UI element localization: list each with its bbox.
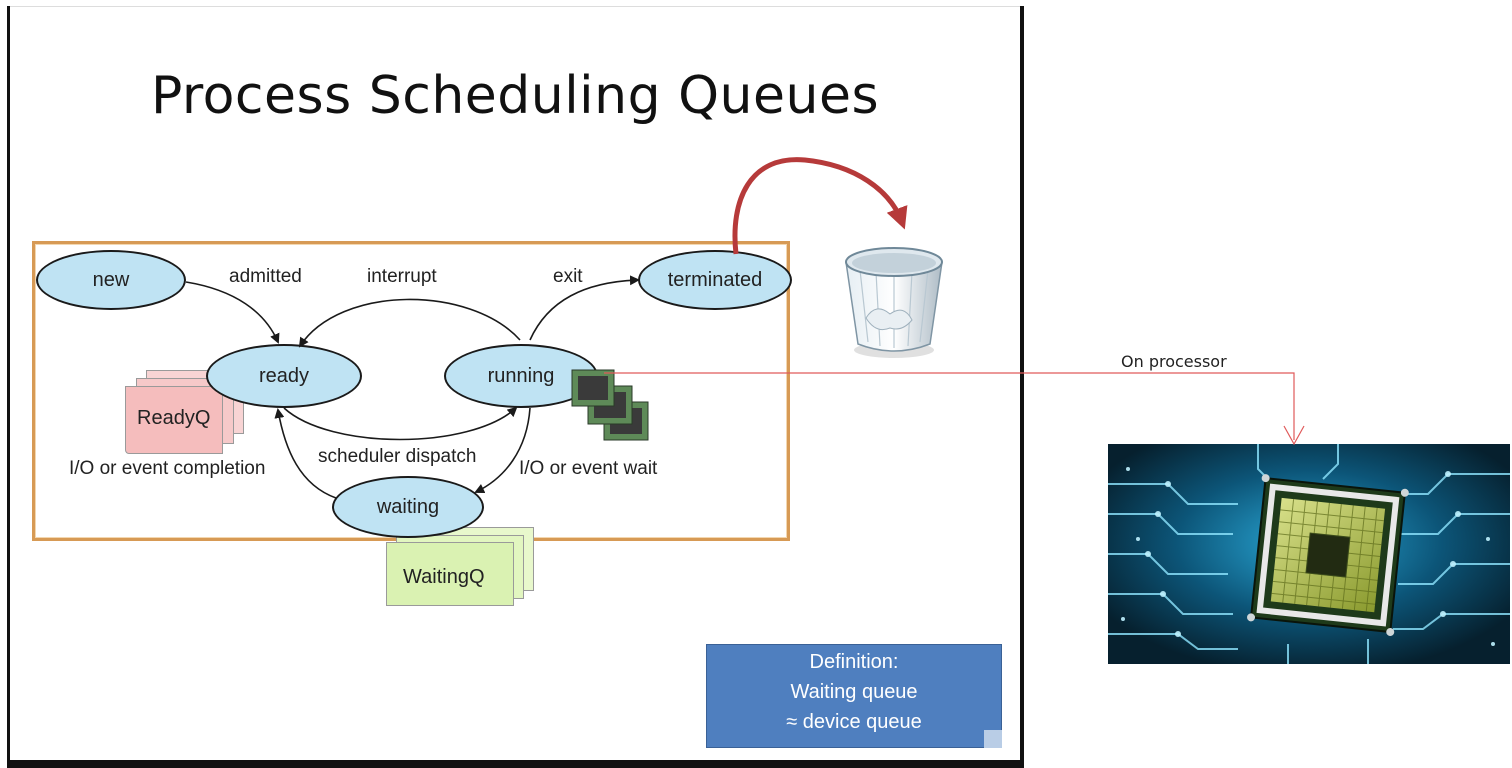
state-running: running [444,344,598,408]
state-terminated-label: terminated [667,268,763,291]
definition-line-2: Waiting queue [790,681,918,703]
state-new: new [36,250,186,310]
waiting-queue-label: WaitingQ [403,566,485,588]
slide-border-bottom [7,760,1024,768]
on-processor-connector-arrowhead [1283,425,1305,446]
state-new-label: new [92,268,130,291]
slide-border-top [10,6,1020,7]
edge-label-admitted: admitted [229,266,302,287]
ready-queue-label: ReadyQ [137,407,211,429]
definition-line-1: Definition: [809,651,899,673]
definition-line-3: ≈ device queue [786,711,922,733]
on-processor-label: On processor [1121,352,1227,371]
edge-label-io-event-wait: I/O or event wait [519,458,658,479]
state-waiting: waiting [332,476,484,538]
waiting-queue-sheet-front [386,542,514,606]
edge-label-scheduler-dispatch: scheduler dispatch [318,446,477,467]
slide: Process Scheduling Queues ReadyQ Waiting… [7,6,1024,768]
definition-note-fold [984,730,1002,748]
slide-title: Process Scheduling Queues [150,66,880,126]
edge-label-interrupt: interrupt [367,266,437,287]
state-ready: ready [206,344,362,408]
cpu-board-icon [1108,444,1510,664]
state-terminated: terminated [638,250,792,310]
state-running-label: running [487,364,555,387]
edge-label-exit: exit [553,266,583,287]
state-ready-label: ready [258,364,310,387]
ready-queue-sheet-front [125,386,223,454]
definition-note: Definition: Waiting queue ≈ device queue [706,644,1002,748]
state-waiting-label: waiting [376,495,440,518]
slide-border-left [7,6,10,768]
edge-label-io-event-completion: I/O or event completion [69,458,266,479]
